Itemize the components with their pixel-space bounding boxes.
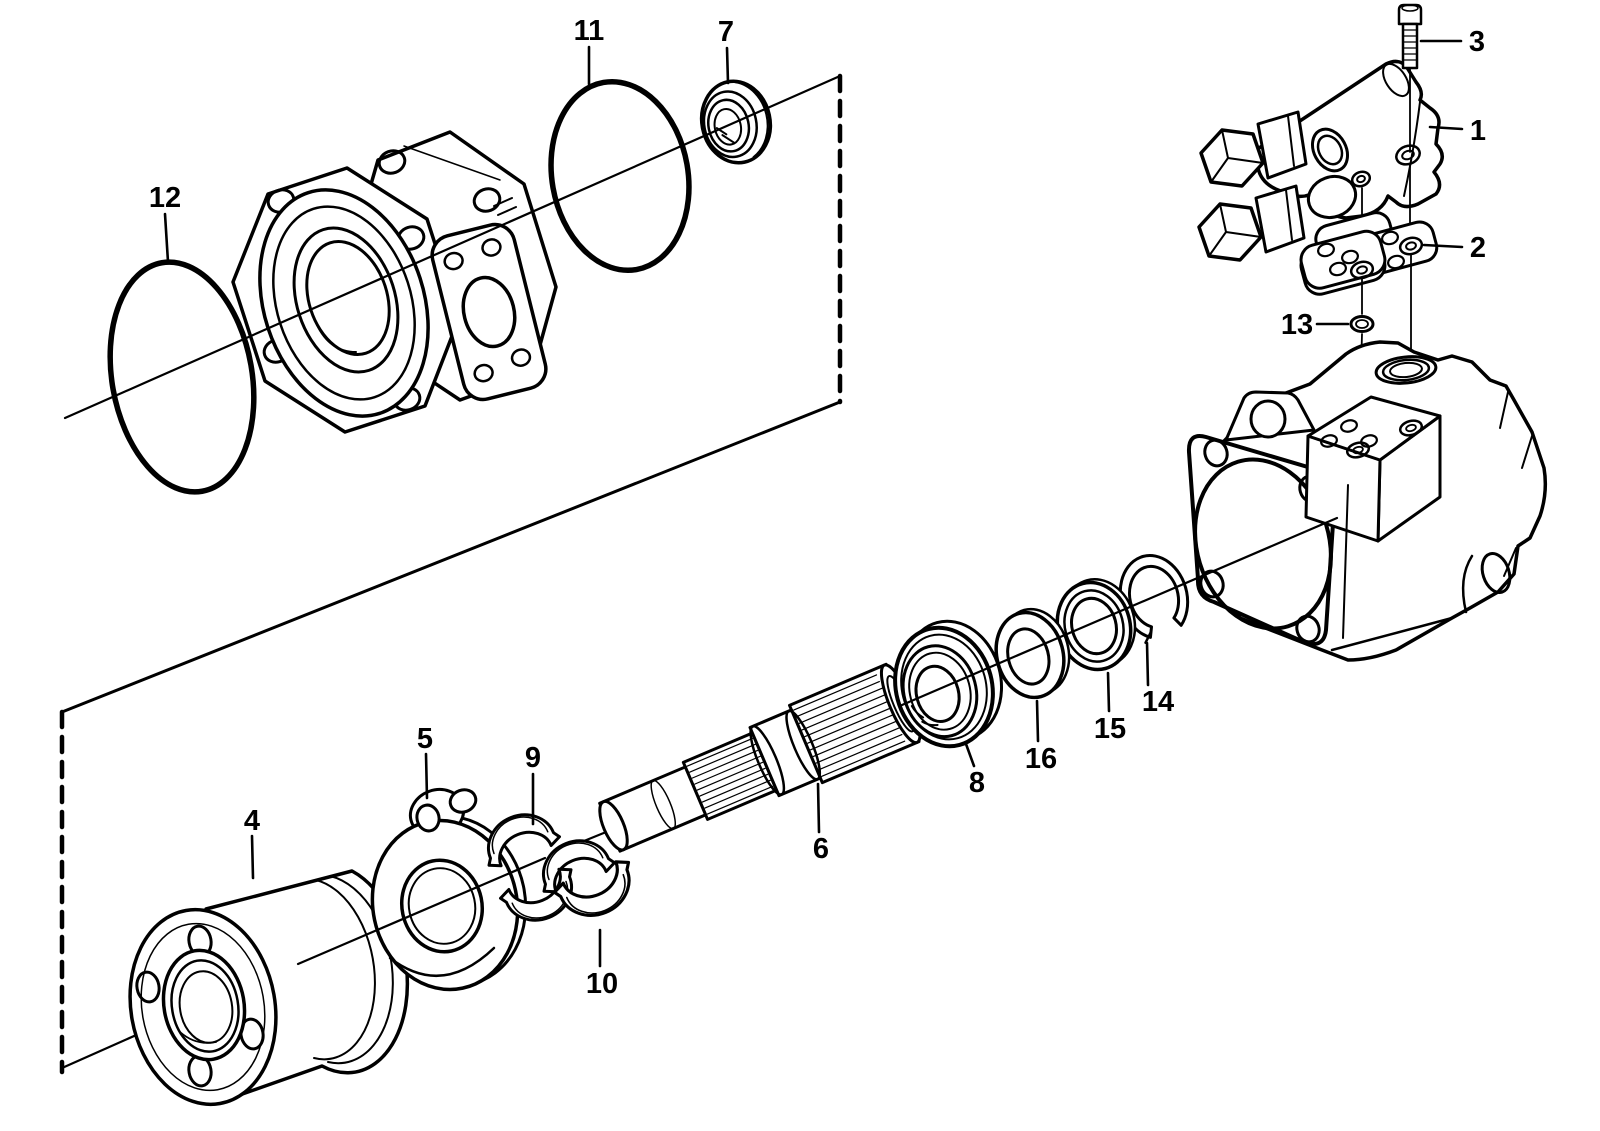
callout-leader-15 xyxy=(1106,671,1111,713)
part-11-o-ring xyxy=(548,78,692,274)
callout-label-11: 11 xyxy=(574,15,605,47)
housing-top-port xyxy=(1374,355,1438,385)
callout-leader-14 xyxy=(1145,641,1150,687)
shaft-spline-small xyxy=(686,737,774,815)
section-boundary xyxy=(59,73,843,1075)
flange-adapter xyxy=(430,222,548,402)
callout-label-8: 8 xyxy=(969,767,985,799)
part-1-valve-block xyxy=(1197,59,1444,262)
part-12-o-ring xyxy=(107,259,257,495)
shaft-collar xyxy=(748,708,822,798)
valve-bottom-boss xyxy=(1306,174,1358,220)
flange-boss xyxy=(258,188,430,418)
callout-label-5: 5 xyxy=(417,723,433,755)
callout-label-16: 16 xyxy=(1025,743,1057,775)
callout-label-12: 12 xyxy=(149,182,181,214)
centerline-main-seg2 xyxy=(296,856,547,966)
callout-label-4: 4 xyxy=(244,805,260,837)
housing-foot-hole xyxy=(1480,552,1512,594)
callout-leader-16 xyxy=(1035,699,1040,743)
boundary-diagonal xyxy=(60,400,842,714)
centerline-flange xyxy=(63,74,842,420)
callout-leader-2 xyxy=(1422,243,1464,249)
callout-label-14: 14 xyxy=(1142,686,1174,718)
part-13-o-ring xyxy=(1349,315,1375,333)
shaft-tip xyxy=(598,799,629,852)
hex-plug-upper xyxy=(1199,110,1308,188)
part-4-bearing-housing xyxy=(128,869,410,1107)
part-3-socket-screw xyxy=(1397,3,1423,153)
centerline-main-seg4 xyxy=(900,516,1339,707)
callout-label-1: 1 xyxy=(1470,115,1486,147)
valve-body-endcap xyxy=(1382,62,1410,98)
callout-leader-5 xyxy=(424,752,429,800)
callout-label-3: 3 xyxy=(1469,26,1485,58)
valve-screw-counterbore xyxy=(1395,144,1421,166)
shaft-spline-large xyxy=(793,674,906,777)
hex-plug-lower xyxy=(1197,184,1306,262)
part-rear-flange-plates xyxy=(231,130,558,434)
callout-label-10: 10 xyxy=(586,968,618,1000)
callout-leader-1 xyxy=(1428,125,1464,131)
part-pump-housing xyxy=(1186,340,1548,662)
callout-leader-12 xyxy=(163,212,170,264)
callout-leader-6 xyxy=(816,782,821,834)
part-6-shaft xyxy=(598,662,922,853)
part-8-bearing xyxy=(893,619,1004,749)
part-2-gasket xyxy=(1299,163,1439,443)
callout-label-15: 15 xyxy=(1094,713,1126,745)
part-15-seal-ring xyxy=(1055,578,1137,672)
callout-leader-8 xyxy=(964,742,976,768)
part-14-snap-ring xyxy=(1118,554,1190,644)
callout-label-7: 7 xyxy=(718,16,734,48)
callout-leader-7 xyxy=(725,46,730,85)
callout-label-13: 13 xyxy=(1281,309,1313,341)
callout-label-6: 6 xyxy=(813,833,829,865)
housing-valve-pad xyxy=(1304,395,1442,543)
callout-label-9: 9 xyxy=(525,742,541,774)
part-5-swash-plate xyxy=(370,787,528,992)
callout-label-2: 2 xyxy=(1470,232,1486,264)
callout-leader-4 xyxy=(250,834,255,880)
part-10-half-shells xyxy=(499,860,631,922)
valve-port xyxy=(1310,127,1350,173)
